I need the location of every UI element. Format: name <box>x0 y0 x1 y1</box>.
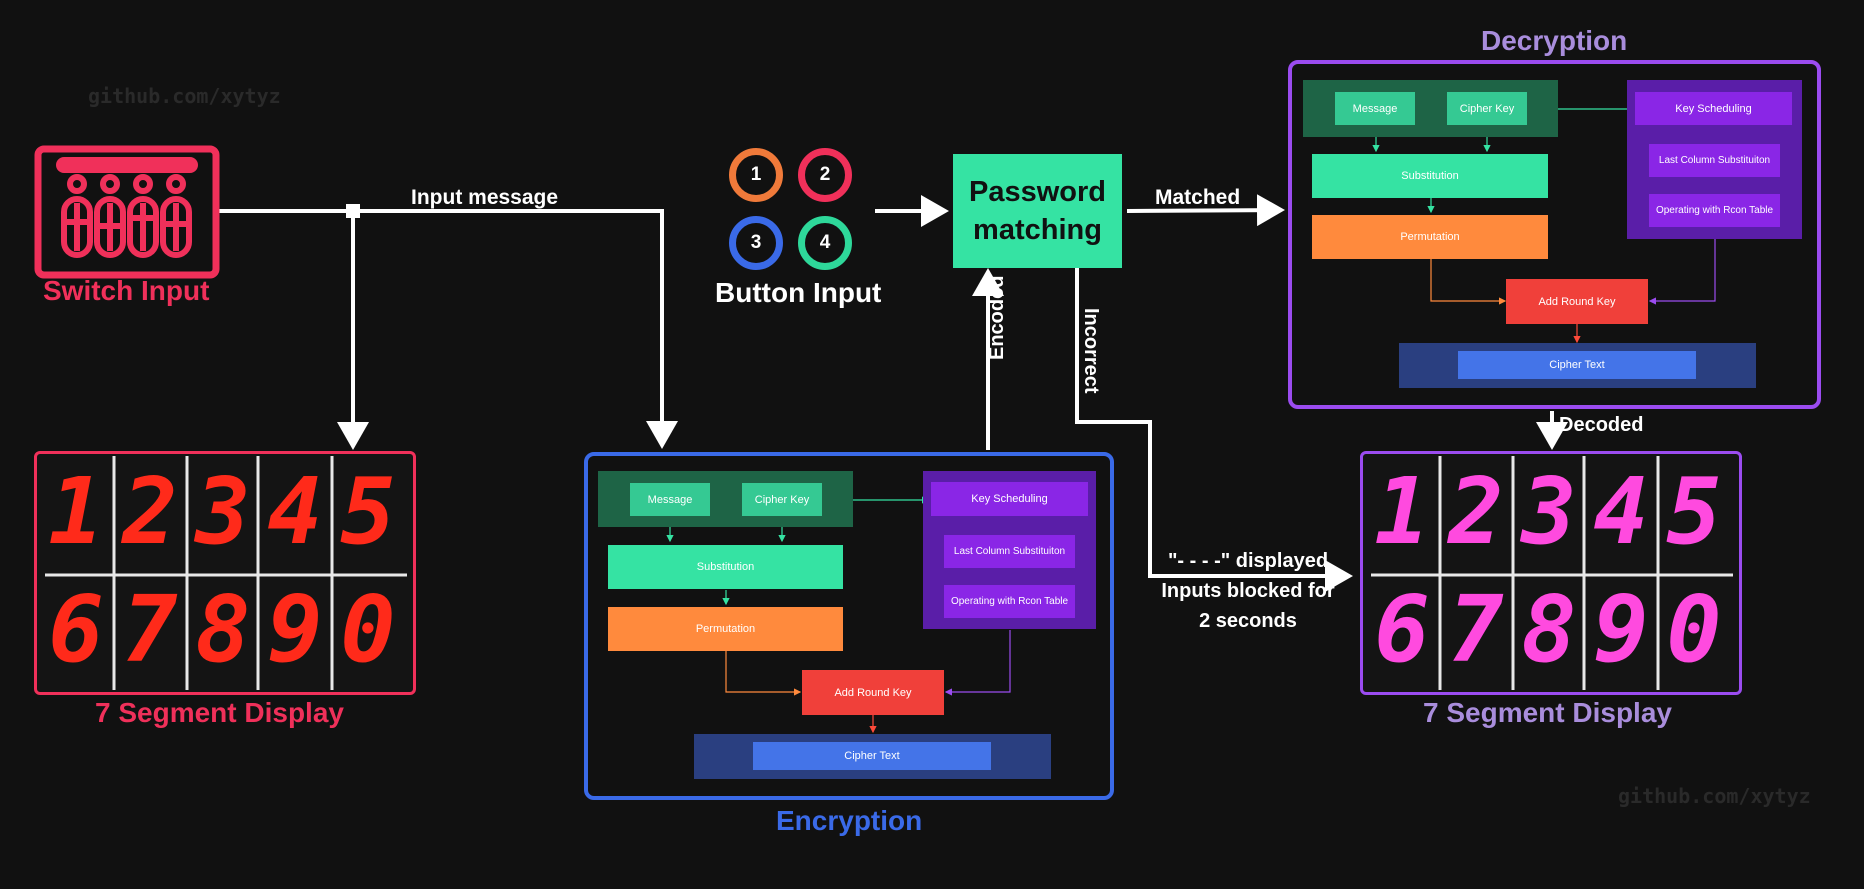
dec-add-round-key-box: Add Round Key <box>1506 279 1648 324</box>
segment-digit-r2: 2 <box>1448 458 1504 565</box>
incorrect-note-line3: 2 seconds <box>1199 610 1297 632</box>
segment-digit-r6: 6 <box>1374 576 1430 683</box>
decryption-frame <box>1288 60 1821 409</box>
segment-digit-r8: 8 <box>1521 576 1577 683</box>
button-input-label: Button Input <box>715 277 882 308</box>
dec-cipher-key-box: Cipher Key <box>1447 92 1527 125</box>
switch-input-icon <box>34 145 220 279</box>
segment-digit-r4: 4 <box>1593 458 1649 565</box>
line-incorrect <box>1075 268 1353 592</box>
segment-grid-right <box>1371 456 1733 690</box>
segment-digit-l7: 7 <box>122 576 178 683</box>
seven-segment-display-right: 1 2 3 4 5 6 7 8 9 0 <box>1360 451 1742 695</box>
segment-digit-l2: 2 <box>122 458 178 565</box>
dec-rcon-box: Operating with Rcon Table <box>1649 194 1780 227</box>
segment-digit-l9: 9 <box>267 576 323 683</box>
password-matching-box: Password matching <box>953 154 1122 268</box>
seven-segment-label-right: 7 Segment Display <box>1423 697 1672 728</box>
incorrect-note: "- - - -" displayed Inputs blocked for 2… <box>1148 546 1348 636</box>
enc-substitution-box: Substitution <box>608 545 843 589</box>
line-switch-to-encryption <box>218 209 678 449</box>
watermark-bottom: github.com/xytyz <box>1618 784 1811 808</box>
enc-last-column-box: Last Column Substituiton <box>944 535 1075 568</box>
incorrect-label: Incorrect <box>1080 308 1102 394</box>
dec-substitution-box: Substitution <box>1312 154 1548 198</box>
segment-grid-left <box>45 456 407 690</box>
dec-permutation-box: Permutation <box>1312 215 1548 259</box>
seven-segment-label-left: 7 Segment Display <box>95 697 344 728</box>
dec-last-column-box: Last Column Substituiton <box>1649 144 1780 177</box>
segment-digit-r1: 1 <box>1374 458 1430 565</box>
input-message-label: Input message <box>411 186 559 209</box>
segment-digit-r5: 5 <box>1666 458 1722 565</box>
dec-message-box: Message <box>1335 92 1415 125</box>
enc-cipher-key-box: Cipher Key <box>742 483 822 516</box>
segment-digit-r7: 7 <box>1448 576 1504 683</box>
watermark-top: github.com/xytyz <box>88 84 281 108</box>
encryption-frame <box>584 452 1114 800</box>
button-1[interactable]: 1 <box>729 148 783 202</box>
segment-digit-l5: 5 <box>340 458 396 565</box>
button-3[interactable]: 3 <box>729 216 783 270</box>
segment-digit-l6: 6 <box>48 576 104 683</box>
dec-key-scheduling-box: Key Scheduling <box>1635 92 1792 125</box>
button-2[interactable]: 2 <box>798 148 852 202</box>
dec-cipher-text-box: Cipher Text <box>1458 351 1696 379</box>
segment-digit-r10: 0 <box>1666 576 1722 683</box>
matched-label: Matched <box>1155 186 1241 209</box>
segment-digit-r3: 3 <box>1521 458 1577 565</box>
encryption-title: Encryption <box>776 805 923 836</box>
incorrect-note-line1: "- - - -" displayed <box>1167 550 1329 572</box>
incorrect-note-line2: Inputs blocked for <box>1161 580 1335 602</box>
enc-cipher-text-box: Cipher Text <box>753 742 991 770</box>
switch-input-label: Switch Input <box>43 275 210 306</box>
password-label-line2: matching <box>973 214 1102 246</box>
segment-digit-l3: 3 <box>195 458 251 565</box>
enc-permutation-box: Permutation <box>608 607 843 651</box>
button-4[interactable]: 4 <box>798 216 852 270</box>
segment-digit-l4: 4 <box>267 458 323 565</box>
segment-digit-r9: 9 <box>1593 576 1649 683</box>
enc-message-box: Message <box>630 483 710 516</box>
password-label-line1: Password <box>969 176 1106 208</box>
enc-add-round-key-box: Add Round Key <box>802 670 944 715</box>
seven-segment-display-left: 1 2 3 4 5 6 7 8 9 0 <box>34 451 416 695</box>
enc-key-scheduling-box: Key Scheduling <box>931 482 1088 516</box>
decryption-title: Decryption <box>1481 25 1628 56</box>
decoded-label: Decoded <box>1559 414 1644 436</box>
junction-node <box>346 204 360 218</box>
segment-digit-l8: 8 <box>195 576 251 683</box>
enc-rcon-box: Operating with Rcon Table <box>944 585 1075 618</box>
line-matched <box>1126 194 1285 227</box>
segment-digit-l10: 0 <box>340 576 396 683</box>
encoded-label: Encoded <box>986 275 1008 360</box>
segment-digit-l1: 1 <box>48 458 104 565</box>
